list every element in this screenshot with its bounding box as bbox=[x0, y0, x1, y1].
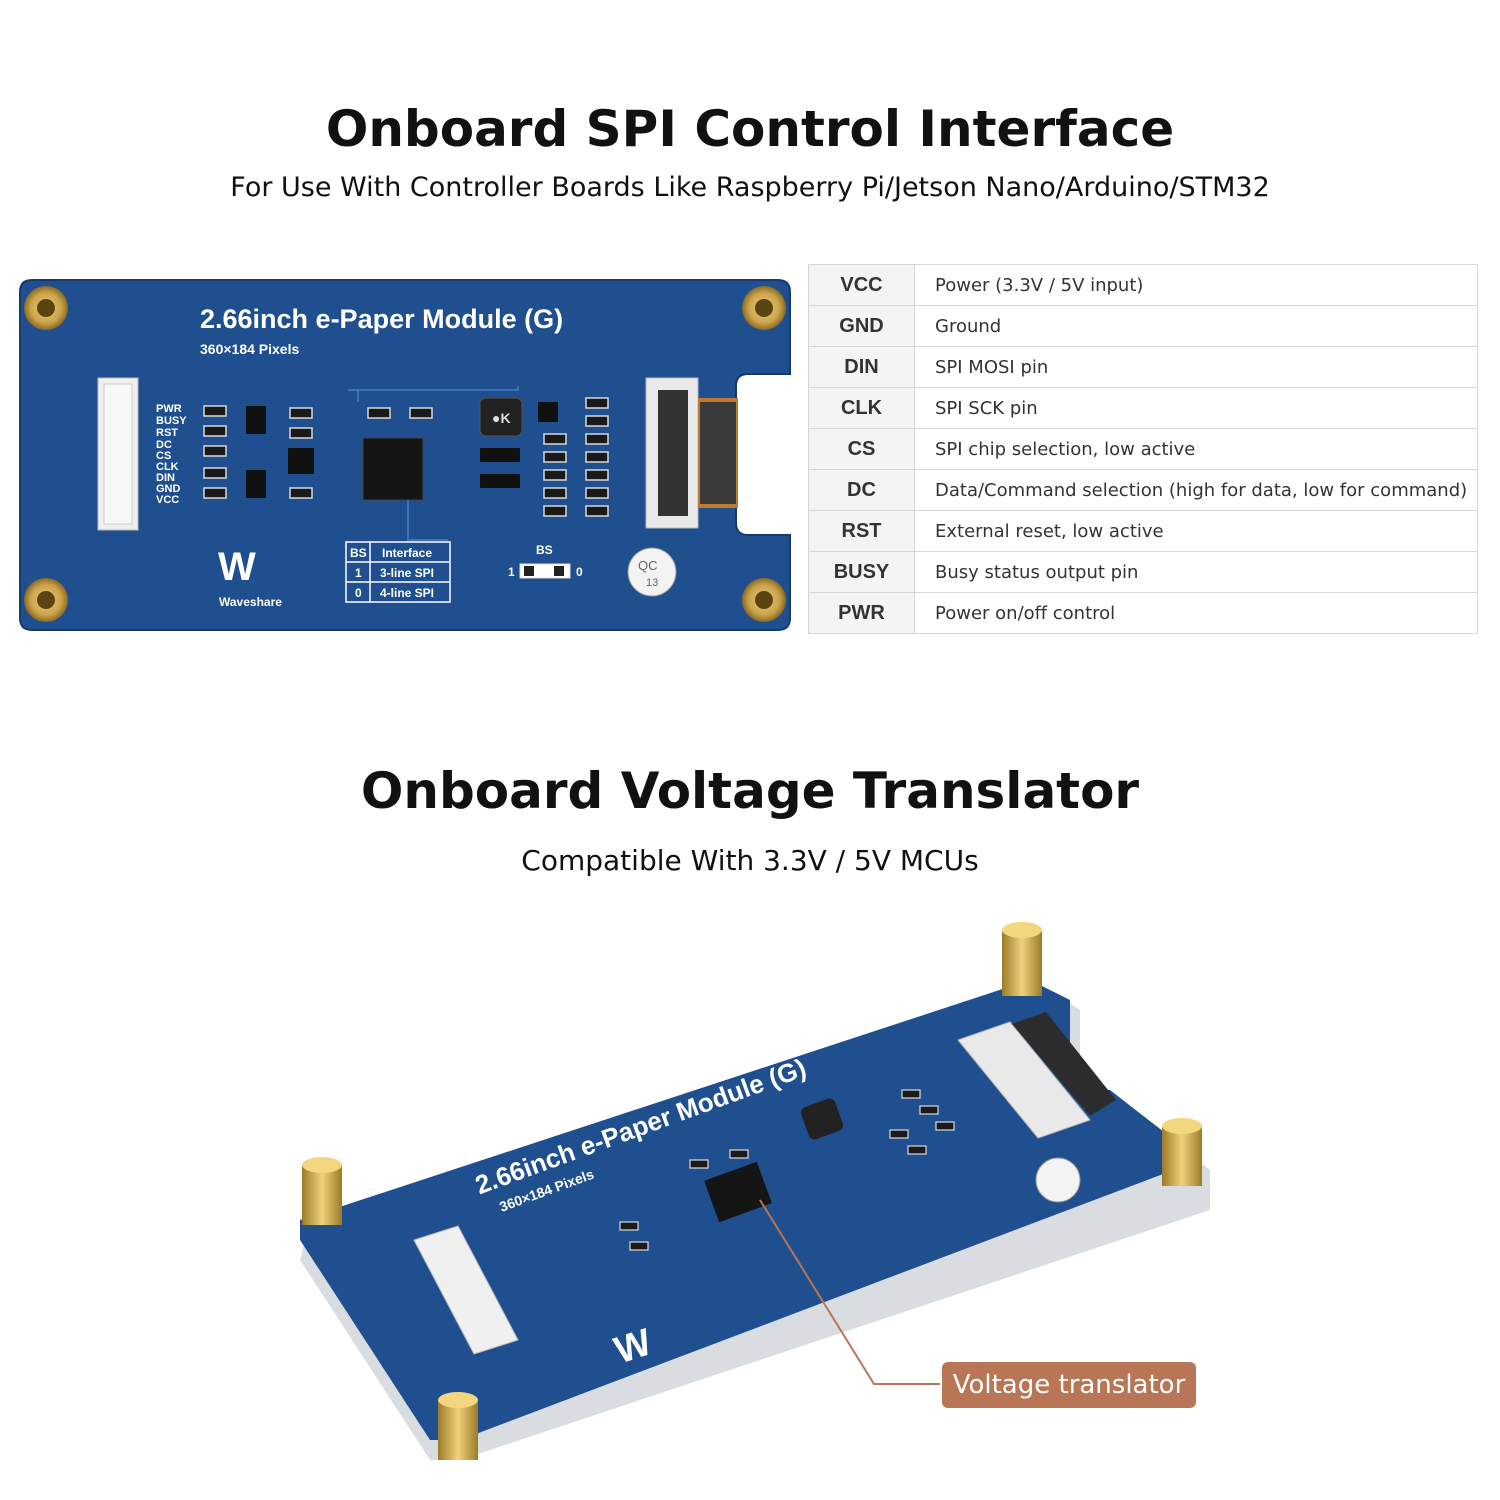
svg-text:QC: QC bbox=[638, 558, 658, 573]
pin-name: CLK bbox=[808, 387, 915, 429]
inductor bbox=[479, 397, 523, 437]
pin-name: DIN bbox=[808, 346, 915, 388]
section2-subtitle: Compatible With 3.3V / 5V MCUs bbox=[521, 844, 979, 877]
pin-label: PWR bbox=[156, 403, 182, 415]
pin-name: RST bbox=[808, 510, 915, 552]
section1-subtitle: For Use With Controller Boards Like Rasp… bbox=[230, 172, 1270, 203]
pin-description: Ground bbox=[914, 305, 1478, 347]
voltage-translator-chip bbox=[362, 437, 424, 501]
board2-fpc-connector bbox=[957, 1021, 1091, 1139]
svg-text:4-line SPI: 4-line SPI bbox=[380, 586, 434, 600]
waveshare-logo-icon: W bbox=[218, 545, 256, 589]
board-resolution-text: 360×184 Pixels bbox=[200, 341, 299, 357]
board2-qc-sticker bbox=[1035, 1157, 1081, 1203]
svg-text:13: 13 bbox=[646, 577, 658, 589]
pin-description: Power (3.3V / 5V input) bbox=[914, 264, 1478, 306]
svg-text:●K: ●K bbox=[492, 410, 511, 426]
pin-description: Busy status output pin bbox=[914, 551, 1478, 593]
pin-label: GND bbox=[156, 483, 181, 495]
pin-label: CS bbox=[156, 450, 171, 462]
board2-voltage-translator-chip bbox=[704, 1161, 772, 1223]
board2-pin-header bbox=[413, 1225, 519, 1355]
svg-text:BS: BS bbox=[350, 546, 367, 560]
pin-description: External reset, low active bbox=[914, 510, 1478, 552]
pin-label: DIN bbox=[156, 472, 175, 484]
pin-description: Data/Command selection (high for data, l… bbox=[914, 469, 1478, 511]
voltage-translator-callout: Voltage translator bbox=[942, 1362, 1196, 1408]
callout-leader-line bbox=[759, 1199, 940, 1385]
pin-description: SPI SCK pin bbox=[914, 387, 1478, 429]
pin-name: VCC bbox=[808, 264, 915, 306]
bs-label: BS bbox=[536, 543, 553, 557]
section2-title: Onboard Voltage Translator bbox=[360, 762, 1140, 820]
svg-text:0: 0 bbox=[355, 586, 362, 600]
qc-sticker bbox=[627, 547, 677, 597]
pin-label: BUSY bbox=[156, 415, 187, 427]
pin-label: CLK bbox=[156, 461, 179, 473]
pin-name: CS bbox=[808, 428, 915, 470]
bs-interface-table: BS Interface 1 3-line SPI 0 4-line SPI bbox=[345, 541, 451, 603]
epaper-board-front: 2.66inch e-Paper Module (G) 360×184 Pixe… bbox=[19, 279, 791, 631]
mount-hole-icon bbox=[24, 286, 786, 622]
pin-name: DC bbox=[808, 469, 915, 511]
board2-inductor bbox=[800, 1098, 844, 1140]
epaper-board-angled: 2.66inch e-Paper Module (G) 360×184 Pixe… bbox=[300, 922, 1210, 1460]
pin-name: PWR bbox=[808, 592, 915, 634]
svg-text:1: 1 bbox=[355, 566, 362, 580]
standoff-icon bbox=[302, 922, 1202, 1460]
svg-text:1: 1 bbox=[508, 565, 515, 579]
board-model-text: 2.66inch e-Paper Module (G) bbox=[200, 304, 563, 334]
pin-name: GND bbox=[808, 305, 915, 347]
pin-label: DC bbox=[156, 439, 172, 451]
svg-text:Interface: Interface bbox=[382, 546, 432, 560]
pin-label: VCC bbox=[156, 494, 179, 506]
pin-description: SPI MOSI pin bbox=[914, 346, 1478, 388]
svg-text:3-line SPI: 3-line SPI bbox=[380, 566, 434, 580]
pin-name: BUSY bbox=[808, 551, 915, 593]
section1-title: Onboard SPI Control Interface bbox=[325, 100, 1175, 158]
pin-description: SPI chip selection, low active bbox=[914, 428, 1478, 470]
svg-text:0: 0 bbox=[576, 565, 583, 579]
pin-description: Power on/off control bbox=[914, 592, 1478, 634]
pin-label: RST bbox=[156, 427, 178, 439]
brand-text: Waveshare bbox=[219, 595, 282, 609]
